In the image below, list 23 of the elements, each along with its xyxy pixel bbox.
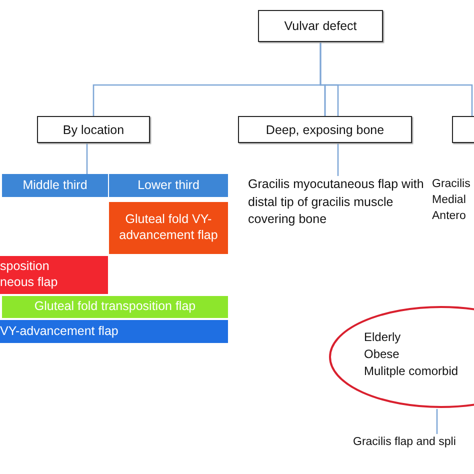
node-text: Obese [364, 346, 400, 363]
node-text: Deep, exposing bone [266, 122, 384, 136]
flap-band: Middle third [2, 174, 108, 197]
node-text: Vulvar defect [284, 19, 357, 33]
connector-line [436, 409, 438, 434]
node-text: Gracilis [432, 177, 472, 192]
flap-band: sposition neous flap [0, 256, 108, 294]
node-text: Mulitple comorbid [364, 362, 458, 380]
node-text: Gracilis flap and spli [353, 435, 457, 450]
connector-line [86, 143, 88, 174]
category-box [258, 10, 383, 42]
node-text: Gracilis myocutaneous flap with distal tip of gracilis muscle covering bone [248, 176, 425, 228]
flap-band: Lower third [109, 174, 228, 197]
node-text: By location [62, 122, 124, 136]
node-text: Medial [432, 193, 467, 208]
flap-band: Gluteal fold transposition flap [2, 296, 228, 318]
flap-band: Gluteal fold VY-advancement flap [109, 202, 228, 254]
connector-line [320, 42, 473, 116]
flap-band: VY-advancement flap [0, 320, 228, 343]
node-text: Antero [432, 209, 467, 224]
category-box [37, 116, 150, 143]
node-text: Elderly [364, 329, 402, 346]
category-box [238, 116, 412, 143]
